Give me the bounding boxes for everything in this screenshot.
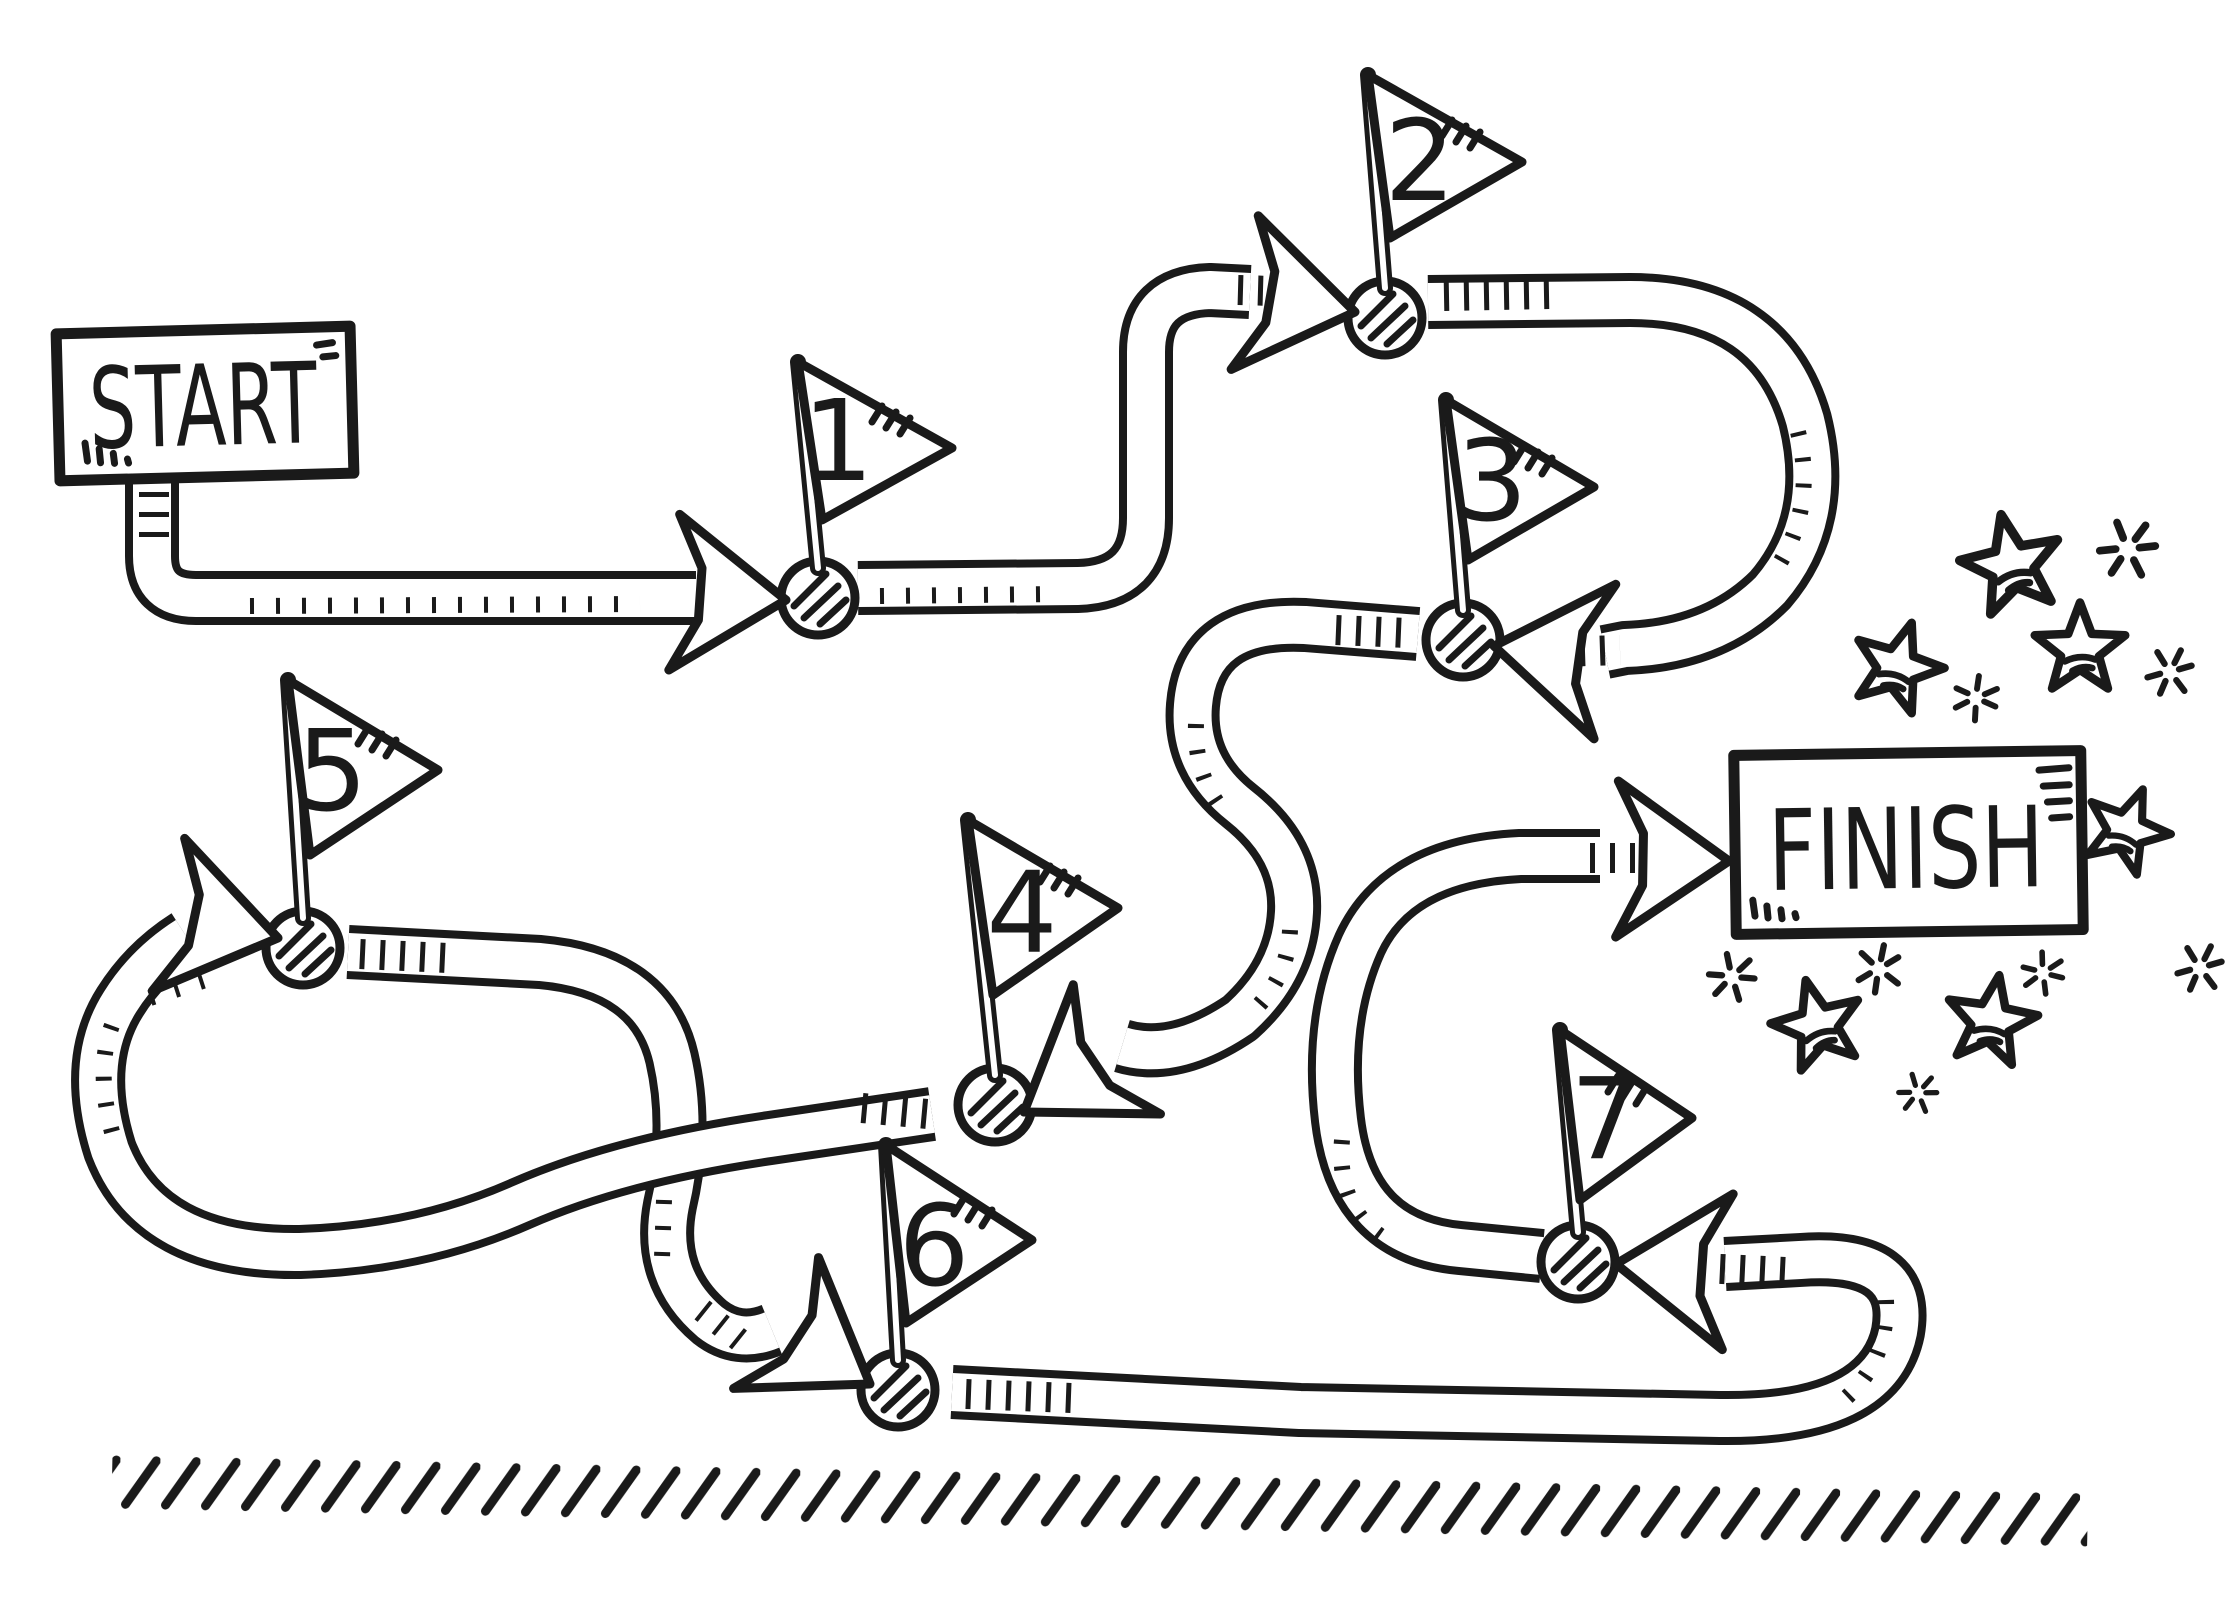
sparkle-icon <box>1947 669 2005 727</box>
sparkle-icon <box>2148 650 2192 693</box>
sparkle-icon <box>2178 946 2222 989</box>
flag-7: 7 <box>1552 1022 1697 1240</box>
sparkle-icon <box>1895 1071 1940 1115</box>
path-segment-6-to-7 <box>950 1232 1927 1446</box>
ground-hatching <box>111 1444 2089 1554</box>
flag-number: 2 <box>1384 97 1455 227</box>
corner-ticks <box>1749 896 1800 923</box>
corner-ticks <box>81 439 133 467</box>
flag-number: 1 <box>802 377 873 507</box>
path-segment-3-to-4 <box>1114 597 1421 1078</box>
flag-pennant-icon <box>1363 70 1527 243</box>
flag-pennant-icon <box>881 1140 1037 1328</box>
finish-sign: FINISH <box>1728 745 2089 940</box>
star-icon <box>1762 968 1872 1074</box>
sparkle-icon <box>2096 518 2158 579</box>
start-sign-label: START <box>87 339 319 475</box>
arrow-icon-to-7 <box>1611 1186 1734 1349</box>
sparkle-icon <box>2016 946 2069 999</box>
flag-pennant-icon <box>793 357 957 525</box>
corner-ticks <box>2035 764 2074 822</box>
corner-ticks <box>313 339 340 361</box>
flag-1: 1 <box>790 354 957 576</box>
path-segment-7-to-finish <box>1307 829 1600 1283</box>
path-segment-1-to-2 <box>857 263 1252 615</box>
flag-pennant-icon <box>1555 1025 1697 1205</box>
flag-pennant-icon <box>1441 395 1599 565</box>
arrow-icon-to-2 <box>1231 216 1368 389</box>
arrow-icon-to-3 <box>1483 569 1616 739</box>
finish-sign-label: FINISH <box>1767 783 2045 917</box>
star-icon <box>2073 773 2183 881</box>
flag-number: 4 <box>986 849 1057 979</box>
flag-pennant-icon <box>963 815 1123 1000</box>
path-segment-2-to-3 <box>1427 273 1840 679</box>
flag-number: 7 <box>1570 1055 1641 1185</box>
flag-6: 6 <box>878 1137 1037 1368</box>
flag-2: 2 <box>1360 67 1527 296</box>
star-icon <box>1952 504 2070 618</box>
flag-number: 6 <box>898 1182 969 1312</box>
flag-number: 3 <box>1456 417 1527 547</box>
star-icon <box>2035 603 2125 689</box>
path-segment-4-to-5-loop <box>71 913 936 1280</box>
flag-5: 5 <box>280 672 443 926</box>
sparkle-icon <box>1852 943 1906 996</box>
flag-4: 4 <box>960 812 1123 1083</box>
sparkle-icon <box>1703 949 1759 1005</box>
start-sign: START <box>50 320 360 487</box>
path-segment-start-to-1 <box>125 474 696 625</box>
flag-3: 3 <box>1438 392 1599 618</box>
flag-number: 5 <box>296 707 367 837</box>
flag-pennant-icon <box>283 675 443 860</box>
star-icon <box>1842 609 1955 719</box>
